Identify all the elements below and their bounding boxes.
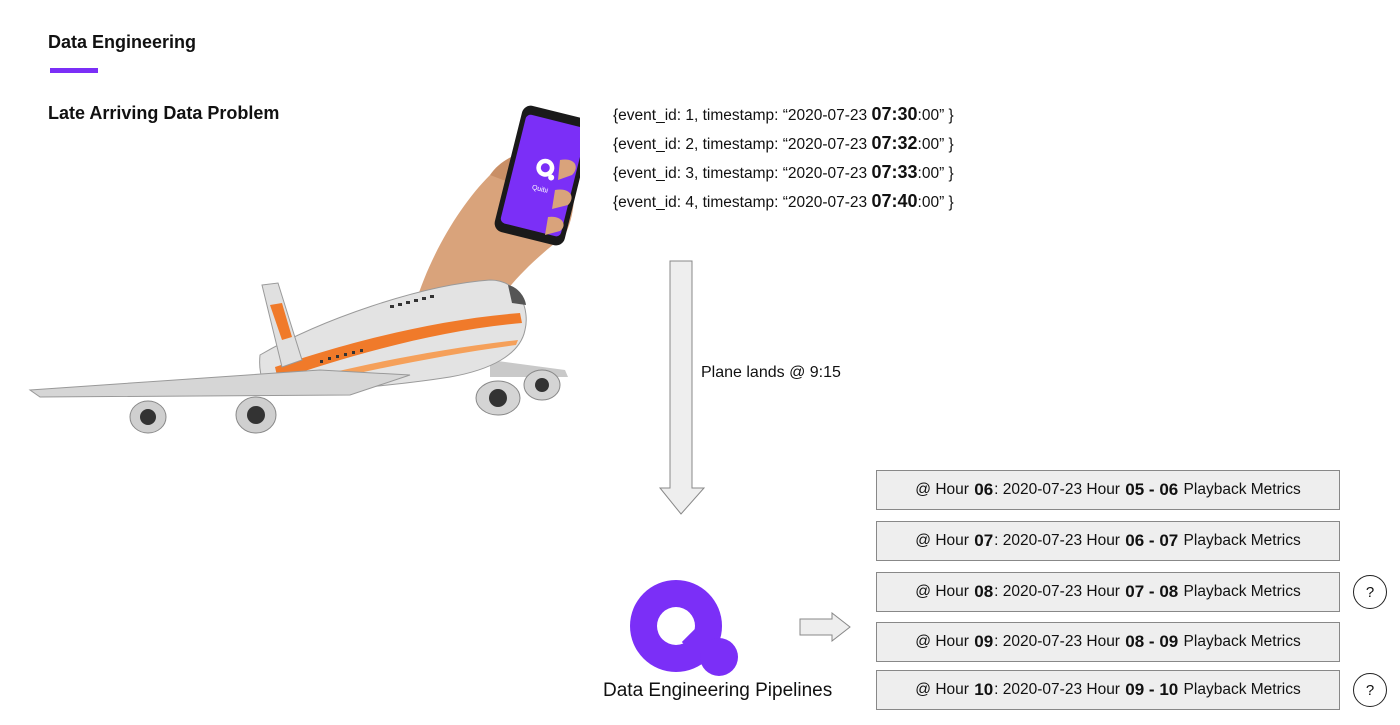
question-badge: ? [1353, 673, 1387, 707]
question-badge: ? [1353, 575, 1387, 609]
pipeline-logo-icon [630, 580, 738, 676]
right-arrow-icon [799, 612, 851, 642]
metric-box-hour-08: @ Hour 08: 2020-07-23 Hour 07 - 08 Playb… [876, 572, 1340, 612]
down-arrow-icon [658, 260, 706, 515]
event-line: {event_id: 1, timestamp: “2020-07-23 07:… [613, 104, 954, 124]
metric-box-hour-06: @ Hour 06: 2020-07-23 Hour 05 - 06 Playb… [876, 470, 1340, 510]
event-line: {event_id: 3, timestamp: “2020-07-23 07:… [613, 162, 954, 182]
page-title: Data Engineering [48, 32, 197, 52]
metric-box-hour-07: @ Hour 07: 2020-07-23 Hour 06 - 07 Playb… [876, 521, 1340, 561]
metric-box-hour-10: @ Hour 10: 2020-07-23 Hour 09 - 10 Playb… [876, 670, 1340, 710]
title-underline [50, 68, 98, 73]
pipelines-label: Data Engineering Pipelines [603, 680, 833, 701]
event-line: {event_id: 2, timestamp: “2020-07-23 07:… [613, 133, 954, 153]
phone-logo-label: Quibi [531, 184, 549, 195]
section-title: Late Arriving Data Problem [48, 103, 280, 123]
event-line: {event_id: 4, timestamp: “2020-07-23 07:… [613, 191, 954, 211]
arrow-label: Plane lands @ 9:15 [701, 364, 841, 381]
plane-with-phone-illustration: Quibi [28, 105, 580, 434]
metric-box-hour-09: @ Hour 09: 2020-07-23 Hour 08 - 09 Playb… [876, 622, 1340, 662]
